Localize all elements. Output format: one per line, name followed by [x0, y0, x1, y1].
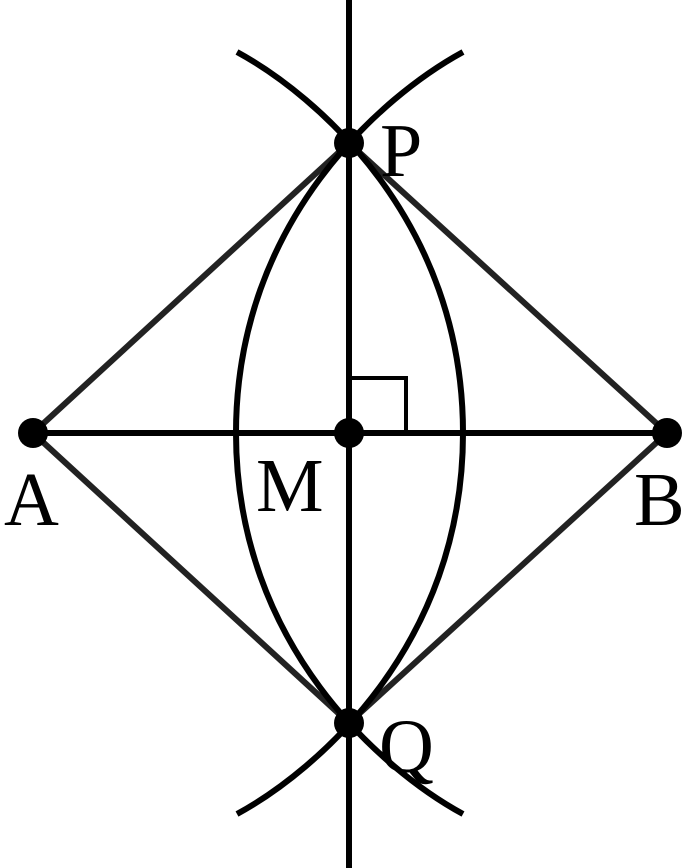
point-p [334, 128, 364, 158]
point-b [652, 418, 682, 448]
label-b: B [634, 458, 685, 542]
label-p: P [380, 109, 422, 193]
right-angle-marker [352, 376, 408, 431]
label-q: Q [379, 705, 434, 789]
arc-from-b [232, 49, 465, 817]
label-a: A [4, 458, 59, 542]
segment-pb [346, 140, 670, 436]
segment-qb [346, 430, 670, 726]
point-q [334, 708, 364, 738]
point-a [18, 418, 48, 448]
point-m [334, 418, 364, 448]
arc-from-a [235, 49, 467, 817]
segment-aq [30, 430, 352, 726]
segment-ap [30, 140, 352, 436]
label-m: M [256, 444, 324, 528]
